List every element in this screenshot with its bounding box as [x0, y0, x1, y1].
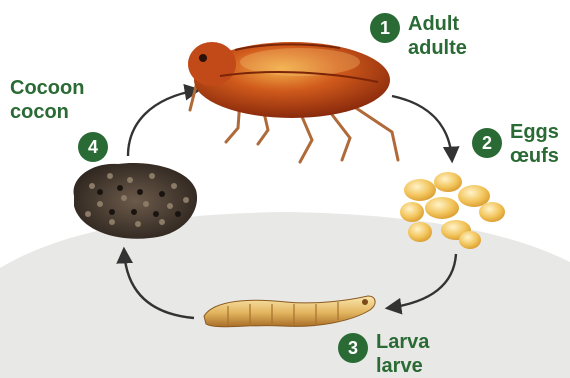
stage-3-label: Larva larve — [376, 330, 429, 378]
stage-1-badge: 1 — [370, 13, 400, 43]
arrow-adult-to-eggs — [392, 96, 452, 160]
stage-1-label: Adult adulte — [408, 12, 467, 60]
stage-3-badge: 3 — [338, 333, 368, 363]
arrow-cocoon-to-adult — [128, 90, 198, 156]
stage-1-name-fr: adulte — [408, 36, 467, 60]
stage-2-name-fr: œufs — [510, 144, 559, 168]
stage-3-name-en: Larva — [376, 330, 429, 354]
stage-1-name-en: Adult — [408, 12, 467, 36]
flea-cocoon-icon — [74, 163, 198, 239]
stage-2-badge: 2 — [472, 128, 502, 158]
adult-flea-icon — [188, 42, 398, 162]
stage-2-label: Eggs œufs — [510, 120, 559, 168]
background-band — [0, 212, 570, 378]
stage-4-badge: 4 — [78, 132, 108, 162]
stage-2-name-en: Eggs — [510, 120, 559, 144]
stage-4-name-en: Cocoon — [10, 76, 84, 100]
stage-4-name-fr: cocon — [10, 100, 84, 124]
stage-4-label: Cocoon cocon — [10, 76, 84, 124]
stage-3-name-fr: larve — [376, 354, 429, 378]
